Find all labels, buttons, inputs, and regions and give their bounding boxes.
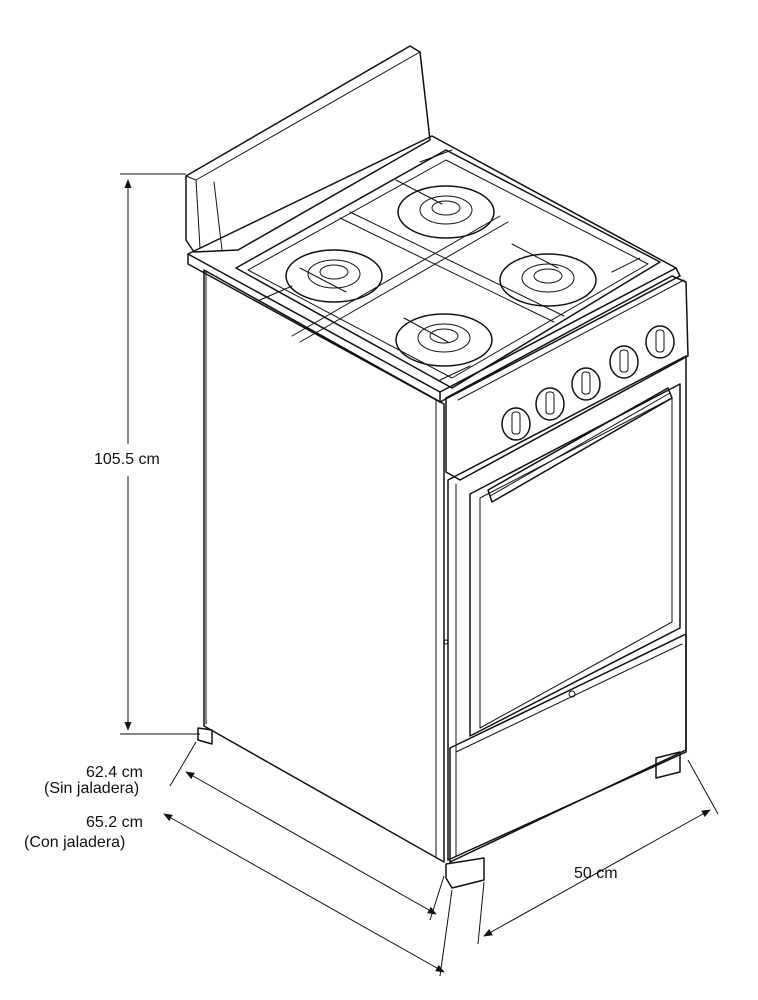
- knob-4-icon[interactable]: [609, 345, 639, 379]
- backsplash: [185, 45, 431, 253]
- width-dimension: [477, 759, 719, 945]
- depth-with-handle-label: 65.2 cm: [86, 814, 143, 831]
- depth-dimensions: [163, 741, 453, 977]
- storage-drawer[interactable]: [449, 633, 687, 863]
- knob-3-icon[interactable]: [571, 367, 601, 401]
- depth-without-handle-note: (Sin jaladera): [44, 780, 140, 797]
- burner-right: [499, 253, 597, 307]
- front-frame: [447, 355, 687, 861]
- depth-with-handle-note: (Con jaladera): [24, 834, 126, 851]
- cooktop: [187, 135, 681, 403]
- oven-door[interactable]: [469, 383, 681, 737]
- width-label: 50 cm: [574, 865, 618, 882]
- grates: [235, 149, 661, 389]
- knob-1-icon[interactable]: [501, 407, 531, 441]
- control-panel: [445, 275, 689, 481]
- feet: [197, 727, 681, 889]
- depth-without-handle-label: 62.4 cm: [86, 764, 143, 781]
- height-label: 105.5 cm: [94, 451, 160, 468]
- burner-back: [397, 185, 495, 239]
- burner-front: [395, 313, 493, 367]
- burner-left: [285, 249, 383, 303]
- knob-2-icon[interactable]: [535, 387, 565, 421]
- oven-door-handle[interactable]: [487, 387, 673, 503]
- knobs: [501, 325, 675, 441]
- knob-5-icon[interactable]: [645, 325, 675, 359]
- height-dimension: [120, 173, 200, 735]
